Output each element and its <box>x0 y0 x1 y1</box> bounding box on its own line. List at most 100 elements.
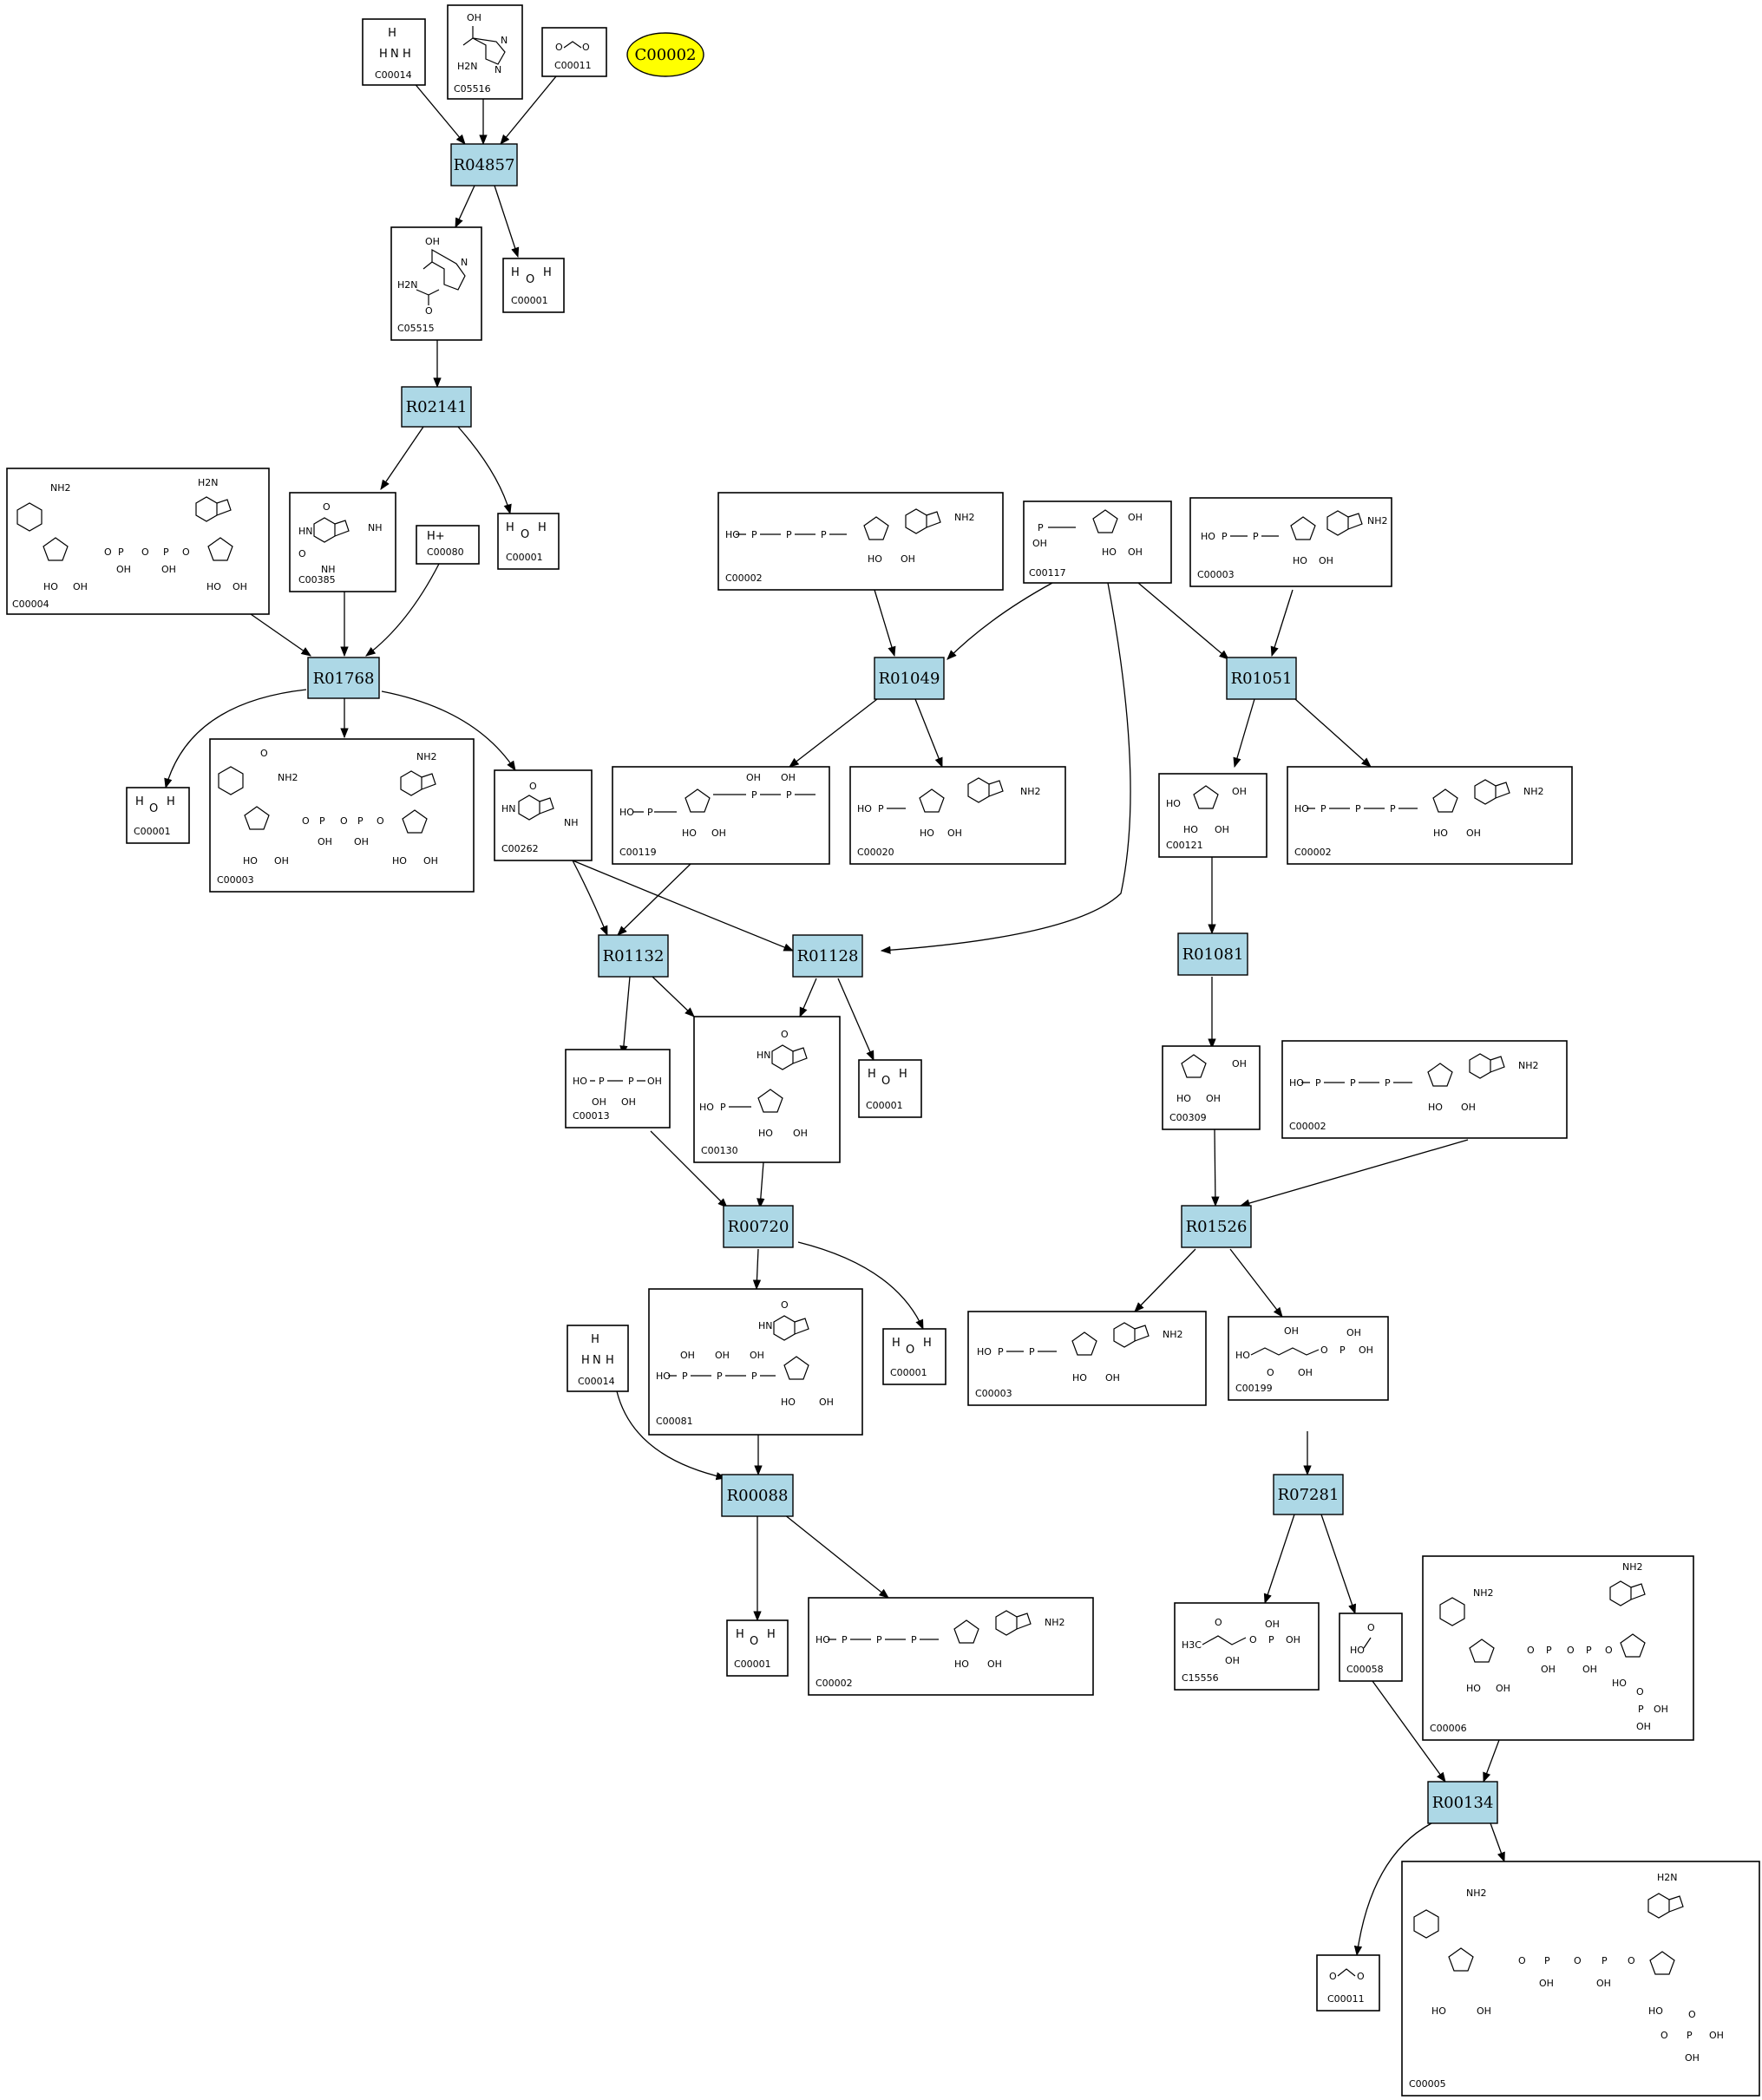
compound-C00001[interactable]: H O H C00001 <box>126 787 190 844</box>
atom-label: OH <box>1128 546 1143 558</box>
compound-C05515[interactable]: OH H2N O N C05515 <box>390 226 482 341</box>
highlighted-compound[interactable]: C00002 <box>626 32 704 77</box>
atom-label: OH <box>1477 2005 1491 2017</box>
atom-label: HO <box>954 1658 969 1670</box>
atom-label: OH <box>425 236 440 247</box>
reaction-label: R01051 <box>1231 670 1293 688</box>
compound-id: C00080 <box>427 546 464 558</box>
reaction-R02141[interactable]: R02141 <box>401 386 472 428</box>
compound-C00001[interactable]: H O H C00001 <box>497 513 560 570</box>
compound-C00005[interactable]: NH2 O P O P O OH OH H2N HO OH HO O P OH … <box>1401 1861 1760 2097</box>
atom-label: H2N <box>397 279 418 291</box>
compound-C05516[interactable]: OH H2N N N C05516 <box>447 4 523 100</box>
reaction-R00720[interactable]: R00720 <box>723 1205 794 1248</box>
atom-label: OH <box>1541 1664 1556 1675</box>
compound-C00002[interactable]: HO P P P NH2 HO OH C00002 <box>808 1597 1094 1696</box>
atom-label: OH <box>73 581 88 592</box>
compound-C00011[interactable]: O O C00011 <box>541 27 607 77</box>
atom-label: HO <box>1612 1678 1627 1689</box>
reaction-R01081[interactable]: R01081 <box>1177 932 1248 976</box>
edge <box>783 1514 889 1599</box>
compound-id: C00005 <box>1409 2078 1446 2090</box>
reaction-R01768[interactable]: R01768 <box>307 657 380 699</box>
compound-C00119[interactable]: HO P P P OH OH HO OH C00119 <box>612 766 830 865</box>
atom-label: HN <box>298 526 313 537</box>
atom-label: HO <box>243 855 258 867</box>
compound-C00001[interactable]: H O H C00001 <box>726 1619 789 1677</box>
reaction-R01049[interactable]: R01049 <box>874 657 945 700</box>
atom-label: OH <box>467 12 481 23</box>
compound-C00002[interactable]: HO P P P NH2 HO OH C00002 <box>1287 766 1573 865</box>
compound-C00121[interactable]: HO OH HO OH C00121 <box>1158 773 1267 858</box>
compound-C00058[interactable]: O HO C00058 <box>1339 1613 1403 1682</box>
edge <box>381 690 516 771</box>
compound-C00262[interactable]: O HN NH C00262 <box>494 769 593 861</box>
compound-id: C00001 <box>134 826 171 837</box>
reaction-R01128[interactable]: R01128 <box>792 934 863 978</box>
atom-label: P <box>1350 1077 1356 1089</box>
atom-label: P <box>319 815 325 827</box>
reaction-label: R00088 <box>727 1487 789 1505</box>
compound-C00001[interactable]: H O H C00001 <box>882 1328 947 1385</box>
reaction-R01526[interactable]: R01526 <box>1181 1205 1252 1248</box>
edge <box>947 582 1053 660</box>
compound-C00003[interactable]: HO P P NH2 HO OH C00003 <box>967 1311 1207 1406</box>
compound-C00006[interactable]: NH2 O P O P O OH OH NH2 HO OH HO O P OH … <box>1422 1555 1694 1741</box>
compound-C00003[interactable]: HO P P NH2 HO OH C00003 <box>1189 497 1392 587</box>
atom-label: P <box>1268 1634 1274 1645</box>
compound-C00004[interactable]: NH2 O P O P O H2N OH OH HO OH HO OH C000… <box>6 468 270 615</box>
compound-C00385[interactable]: O HN O NH NH C00385 <box>289 492 396 592</box>
reaction-R01051[interactable]: R01051 <box>1226 657 1297 700</box>
atom-label: OH <box>715 1350 730 1361</box>
atom-label: HO <box>815 1634 830 1645</box>
reaction-label: R07281 <box>1278 1486 1340 1504</box>
reaction-R00088[interactable]: R00088 <box>721 1474 794 1517</box>
reaction-R00134[interactable]: R00134 <box>1427 1781 1498 1824</box>
compound-C00003[interactable]: O NH2 O P O P O OH OH NH2 HO OH HO OH C0… <box>209 738 475 893</box>
edge <box>1490 1822 1505 1863</box>
compound-C00309[interactable]: OH HO OH C00309 <box>1162 1045 1261 1130</box>
compound-C00080[interactable]: H+ C00080 <box>416 525 480 565</box>
atom-label: P <box>1038 522 1044 533</box>
reaction-R07281[interactable]: R07281 <box>1273 1474 1344 1515</box>
reaction-R04857[interactable]: R04857 <box>450 143 518 186</box>
compound-C00002[interactable]: HO P P P NH2 HO OH C00002 <box>1281 1040 1568 1139</box>
compound-C00014[interactable]: H H N H C00014 <box>362 18 426 86</box>
compound-C00011[interactable]: O O C00011 <box>1316 1954 1380 2012</box>
atom-label: O <box>104 546 112 558</box>
compound-C00081[interactable]: O HN HO P P P OH OH OH HO OH C00081 <box>648 1288 863 1436</box>
atom-label: P <box>1390 803 1396 814</box>
compound-C00199[interactable]: OH HO O OH O P OH OH C00199 <box>1228 1316 1389 1401</box>
atom-label: OH <box>233 581 247 592</box>
atom-label: H <box>892 1337 901 1350</box>
compound-C00013[interactable]: HO P P OH OH OH C00013 <box>565 1049 671 1129</box>
compound-C00020[interactable]: HO P NH2 HO OH C00020 <box>849 766 1066 865</box>
compound-C00001[interactable]: H O H C00001 <box>858 1059 922 1118</box>
reaction-R01132[interactable]: R01132 <box>598 934 669 978</box>
atom-label: P <box>1355 803 1361 814</box>
atom-label: OH <box>1359 1344 1373 1356</box>
compound-id: C00058 <box>1346 1664 1384 1675</box>
compound-C00130[interactable]: O HN HO P HO OH C00130 <box>693 1016 841 1163</box>
atom-label: NH <box>321 564 336 575</box>
atom-label: HO <box>857 803 872 814</box>
atom-label: O <box>425 305 433 317</box>
atom-label: OH <box>1206 1093 1221 1104</box>
compound-C00014[interactable]: H H N H C00014 <box>567 1325 629 1392</box>
atom-label: HO <box>1072 1372 1087 1384</box>
atom-label: HO <box>1431 2005 1446 2017</box>
compound-C00001[interactable]: H O H C00001 <box>502 258 565 313</box>
atom-label: P <box>357 815 364 827</box>
compound-C00002[interactable]: HO P P P NH2 HO OH C00002 <box>717 492 1004 591</box>
atom-label: OH <box>621 1096 636 1108</box>
edge <box>880 582 1131 954</box>
atom-label: HO <box>656 1371 671 1382</box>
compound-C00117[interactable]: P OH HO OH OH C00117 <box>1023 500 1172 584</box>
atom-label: P <box>1602 1955 1608 1966</box>
edge <box>874 589 896 657</box>
atom-label: HO <box>1294 803 1309 814</box>
edges <box>164 55 1505 1957</box>
atom-label: P <box>998 1346 1004 1357</box>
compound-C15556[interactable]: O H3C OH O P OH OH C15556 <box>1174 1602 1320 1691</box>
atom-label: HO <box>1648 2005 1663 2017</box>
